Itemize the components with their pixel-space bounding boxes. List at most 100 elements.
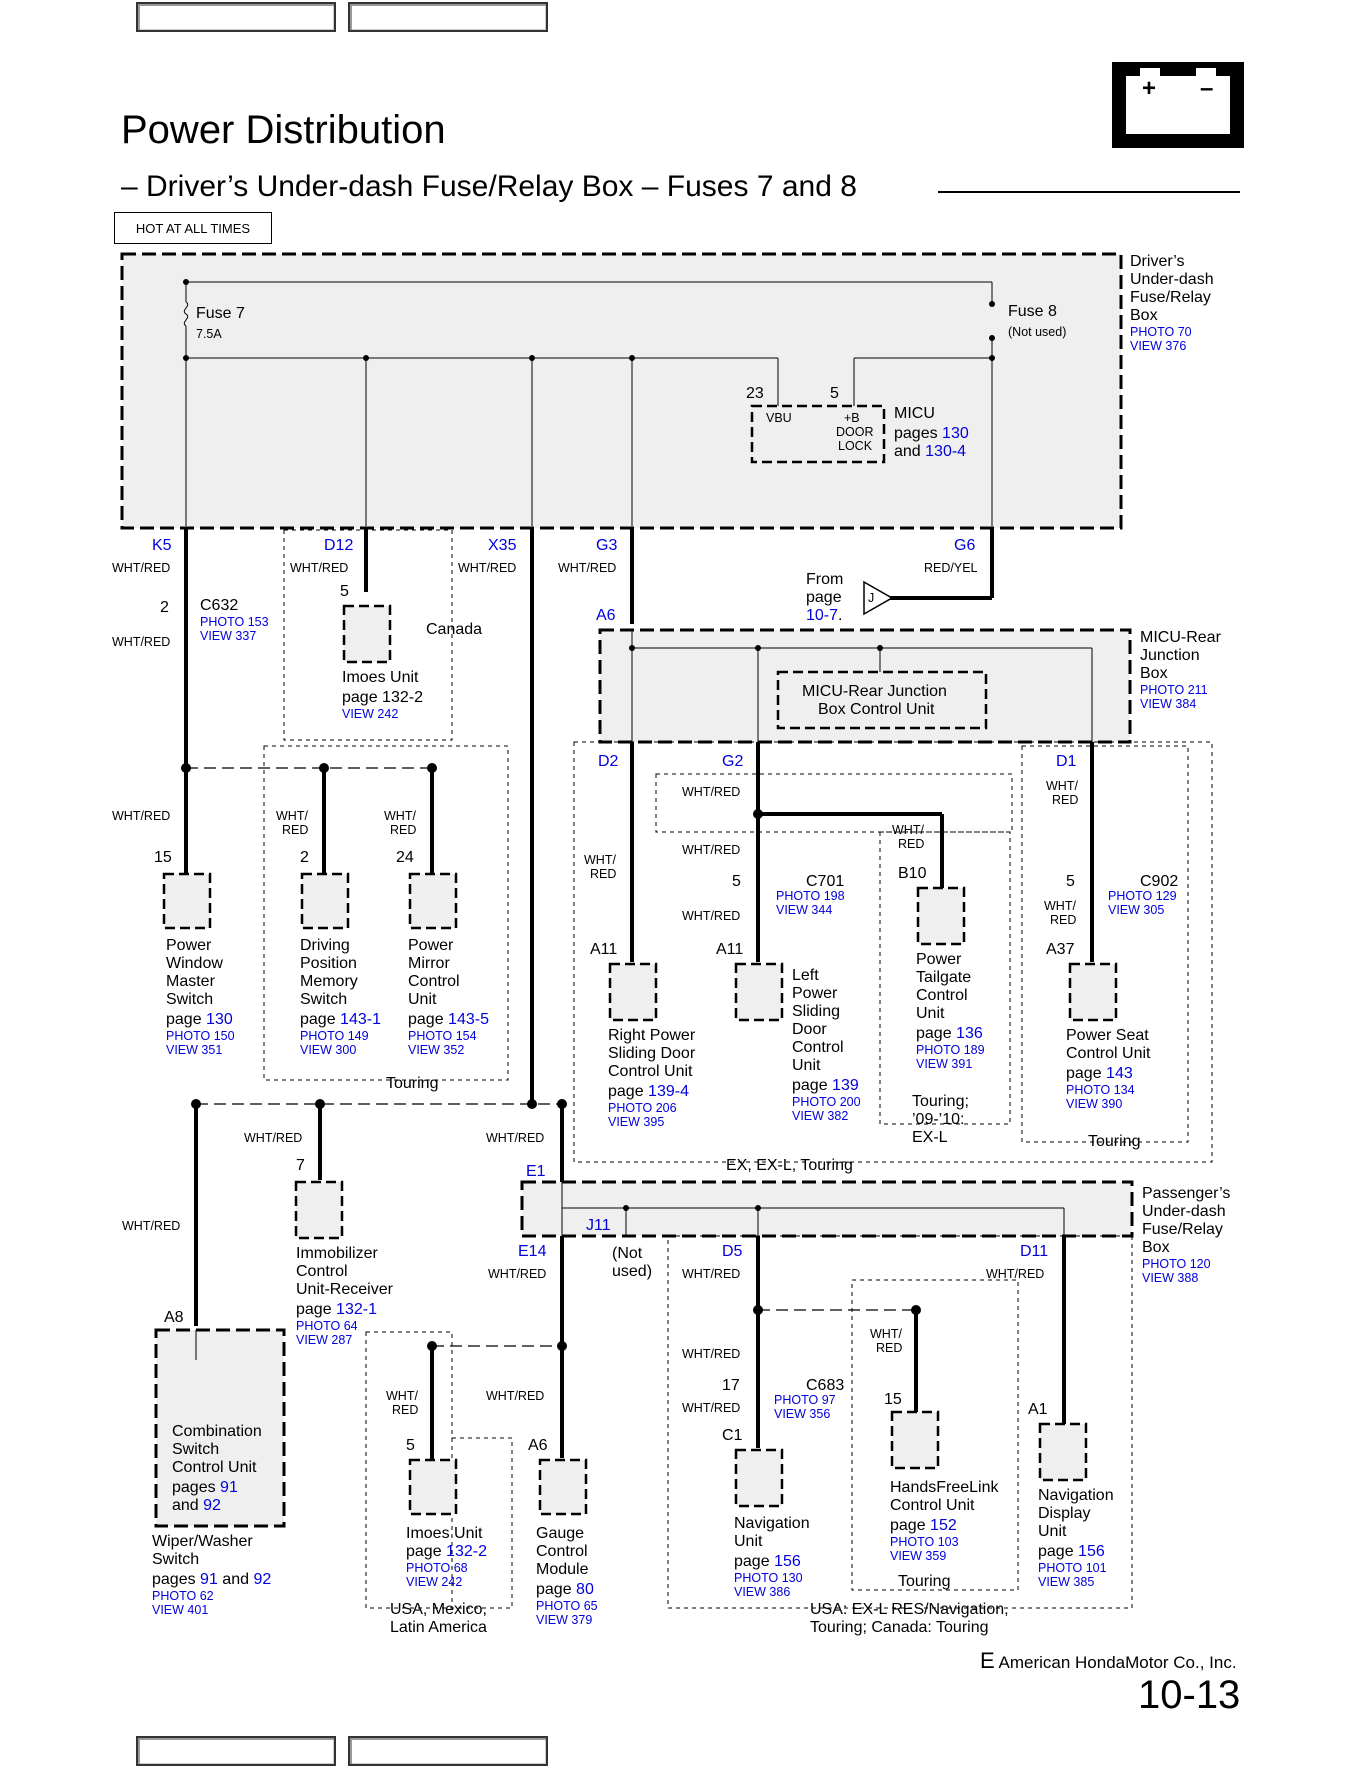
svg-text:D5: D5 [722,1243,743,1260]
svg-text:WHT/RED: WHT/RED [112,635,170,649]
svg-text:WHT/RED: WHT/RED [986,1267,1044,1281]
svg-text:PHOTO 129[interactable]: PHOTO 129 [1108,889,1177,903]
svg-text:EX-L: EX-L [912,1129,948,1146]
svg-text:VIEW 356[interactable]: VIEW 356 [774,1407,830,1421]
svg-text:WHT/: WHT/ [276,809,308,823]
svg-text:pages 91: pages 91 [172,1479,238,1496]
svg-text:page 139: page 139 [792,1077,859,1094]
svg-text:VIEW 305[interactable]: VIEW 305 [1108,903,1164,917]
svg-text:Power: Power [792,985,838,1002]
power-seat-control-unit-label: Power Seat [1066,1027,1149,1044]
svg-text:PHOTO 198[interactable]: PHOTO 198 [776,889,845,903]
svg-text:VIEW 344[interactable]: VIEW 344 [776,903,832,917]
svg-text:VIEW 352[interactable]: VIEW 352 [408,1043,464,1057]
svg-text:From: From [806,571,843,588]
svg-text:VIEW 382[interactable]: VIEW 382 [792,1109,848,1123]
svg-text:PHOTO 150[interactable]: PHOTO 150 [166,1029,235,1043]
svg-text:Control Unit: Control Unit [1066,1045,1151,1062]
svg-text:VIEW 391[interactable]: VIEW 391 [916,1057,972,1071]
micu-connector [750,404,886,464]
svg-text:VIEW 242[interactable]: VIEW 242 [342,707,398,721]
passengers-fuse-relay-box [520,1180,1134,1238]
svg-text:PHOTO 149[interactable]: PHOTO 149 [300,1029,369,1043]
svg-text:Unit: Unit [792,1057,821,1074]
svg-text:RED: RED [1050,913,1076,927]
navigation-display-unit-label: Navigation [1038,1487,1114,1504]
svg-text:–: – [1200,75,1213,102]
svg-text:5: 5 [830,385,839,402]
svg-text:pages 130: pages 130 [894,425,969,442]
svg-text:Junction: Junction [1140,647,1200,664]
svg-text:WHT/RED: WHT/RED [122,1219,180,1233]
svg-text:VIEW 386[interactable]: VIEW 386 [734,1585,790,1599]
svg-text:VIEW 300[interactable]: VIEW 300 [300,1043,356,1057]
svg-text:PHOTO 154[interactable]: PHOTO 154 [408,1029,477,1043]
fuse8-label: Fuse 8 [1008,303,1057,320]
svg-text:Box: Box [1140,665,1168,682]
svg-text:Module: Module [536,1561,589,1578]
svg-text:Window: Window [166,955,223,972]
svg-text:VIEW 390[interactable]: VIEW 390 [1066,1097,1122,1111]
svg-text:page: page [806,589,842,606]
svg-text:PHOTO 211[interactable]: PHOTO 211 [1140,683,1208,697]
photo-link[interactable]: PHOTO 70 [1130,325,1192,339]
svg-text:PHOTO 101[interactable]: PHOTO 101 [1038,1561,1107,1575]
svg-text:VIEW 385[interactable]: VIEW 385 [1038,1575,1094,1589]
c632-connector-label: C632 [200,597,238,614]
svg-text:Control: Control [792,1039,844,1056]
svg-text:23: 23 [746,385,764,402]
svg-text:Fuse/Relay: Fuse/Relay [1142,1221,1223,1238]
svg-text:(Not: (Not [612,1245,643,1262]
svg-text:PHOTO 68[interactable]: PHOTO 68 [406,1561,468,1575]
svg-text:VIEW 379[interactable]: VIEW 379 [536,1613,592,1627]
combination-switch-control-unit [154,1328,286,1528]
svg-text:VIEW 359[interactable]: VIEW 359 [890,1549,946,1563]
svg-text:7: 7 [296,1157,305,1174]
svg-text:WHT/: WHT/ [892,823,924,837]
svg-text:page 143-1: page 143-1 [300,1011,381,1028]
svg-text:10-7.: 10-7. [806,607,842,624]
svg-text:PHOTO 97[interactable]: PHOTO 97 [774,1393,836,1407]
svg-text:PHOTO 120[interactable]: PHOTO 120 [1142,1257,1211,1271]
svg-text:VIEW 395[interactable]: VIEW 395 [608,1115,664,1129]
menu-button[interactable] [136,2,336,32]
svg-text:VIEW 337[interactable]: VIEW 337 [200,629,256,643]
svg-text:A37: A37 [1046,941,1075,958]
svg-text:Switch: Switch [166,991,213,1008]
svg-text:PHOTO 206[interactable]: PHOTO 206 [608,1101,677,1115]
svg-text:WHT/RED: WHT/RED [682,1267,740,1281]
svg-text:A6: A6 [596,607,616,624]
right-power-sliding-door-label: Right Power [608,1027,696,1044]
svg-text:PHOTO 64[interactable]: PHOTO 64 [296,1319,358,1333]
svg-text:PHOTO 103[interactable]: PHOTO 103 [890,1535,959,1549]
menu-button-bottom[interactable] [136,1736,336,1766]
circuit-index-button-bottom[interactable] [348,1736,548,1766]
svg-text:PHOTO 153[interactable]: PHOTO 153 [200,615,269,629]
svg-text:Unit: Unit [408,991,437,1008]
svg-text:Display: Display [1038,1505,1090,1522]
svg-text:PHOTO 62[interactable]: PHOTO 62 [152,1589,214,1603]
svg-text:VIEW 242[interactable]: VIEW 242 [406,1575,462,1589]
power-tailgate-control-unit-label: Power [916,951,962,968]
view-link[interactable]: VIEW 376 [1130,339,1186,353]
svg-text:RED: RED [590,867,616,881]
svg-text:VIEW 401[interactable]: VIEW 401 [152,1603,208,1617]
svg-text:5: 5 [1066,873,1075,890]
svg-text:WHT/: WHT/ [384,809,416,823]
svg-text:VIEW 384[interactable]: VIEW 384 [1140,697,1196,711]
svg-text:15: 15 [154,849,172,866]
svg-text:Memory: Memory [300,973,358,990]
svg-text:VIEW 287[interactable]: VIEW 287 [296,1333,352,1347]
svg-text:A1: A1 [1028,1401,1048,1418]
svg-text:VIEW 388[interactable]: VIEW 388 [1142,1271,1198,1285]
svg-text:VIEW 351[interactable]: VIEW 351 [166,1043,222,1057]
svg-text:PHOTO 189[interactable]: PHOTO 189 [916,1043,985,1057]
svg-text:PHOTO 200[interactable]: PHOTO 200 [792,1095,861,1109]
svg-text:Unit: Unit [734,1533,763,1550]
from-page-link[interactable]: 10-7 [806,607,838,624]
svg-text:PHOTO 130[interactable]: PHOTO 130 [734,1571,803,1585]
svg-text:PHOTO 134[interactable]: PHOTO 134 [1066,1083,1135,1097]
svg-text:PHOTO 65[interactable]: PHOTO 65 [536,1599,598,1613]
svg-text:VBU: VBU [766,411,792,425]
circuit-index-button[interactable] [348,2,548,32]
